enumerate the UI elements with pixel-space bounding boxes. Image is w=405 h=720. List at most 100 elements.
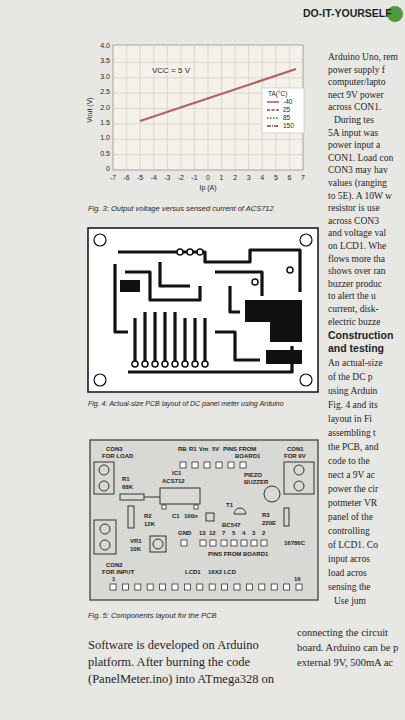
- component-label: PIEZO: [244, 472, 262, 479]
- lcd-pad: [284, 584, 290, 590]
- component-label: 13: [199, 530, 206, 537]
- component-label: LCD1: [185, 569, 201, 576]
- body-text: CON3 may hav: [328, 165, 388, 176]
- component-label: 16786C: [284, 540, 305, 547]
- components-layout: [90, 440, 318, 600]
- chart: [113, 45, 304, 170]
- axis-label: 85: [283, 114, 290, 121]
- body-text: and voltage val: [328, 228, 386, 239]
- body-text: CON1. Load con: [328, 153, 393, 164]
- axis-label: 6: [287, 174, 291, 182]
- body-text: load acros: [328, 568, 367, 579]
- axis-label: 3.0: [100, 73, 110, 81]
- lcd-pad: [160, 584, 166, 590]
- component-label: BOARD1: [235, 453, 260, 460]
- lcd-pad: [147, 584, 153, 590]
- body-text: code to the: [328, 456, 370, 467]
- component-label: RB: [178, 446, 187, 453]
- body-text: across CON3: [328, 216, 379, 227]
- axis-label: -7: [110, 174, 116, 182]
- axis-label: 4: [260, 174, 264, 182]
- component-label: R1: [122, 476, 130, 483]
- axis-label: 3: [247, 174, 251, 182]
- body-text: external 9V, 500mA ac: [297, 657, 393, 669]
- lcd-pad: [271, 584, 277, 590]
- component-label: FOR INPUT: [102, 569, 134, 576]
- body-text: connecting the circuit: [297, 627, 388, 639]
- body-text: Arduino Uno, rem: [328, 52, 398, 63]
- body-text: panel of the: [328, 512, 373, 523]
- axis-label: -5: [137, 174, 143, 182]
- component-label: R2: [144, 513, 152, 520]
- axis-label: 4.0: [100, 42, 110, 50]
- component-label: CON2: [106, 562, 123, 569]
- axis-label: 7: [301, 174, 305, 182]
- body-text: assembling t: [328, 428, 376, 439]
- axis-label: -4: [151, 174, 157, 182]
- axis-label: 1.0: [100, 134, 110, 142]
- axis-label: Ip (A): [199, 184, 216, 192]
- component-label: 2: [262, 530, 265, 537]
- component-label: R1: [189, 446, 197, 453]
- body-text: resistor is use: [328, 203, 380, 214]
- body-text: of LCD1. Co: [328, 540, 378, 551]
- component-label: ACS712: [162, 478, 185, 485]
- component-label: Vm: [199, 446, 208, 453]
- body-text: Fig. 4 and its: [328, 400, 378, 411]
- axis-label: 2: [233, 174, 237, 182]
- component-label: 10K: [130, 546, 141, 553]
- lcd-pad: [234, 584, 240, 590]
- component-label: 7: [222, 530, 225, 537]
- axis-label: 5: [274, 174, 278, 182]
- component-label: R3: [262, 512, 270, 519]
- body-text: platform. After burning the code: [88, 655, 250, 669]
- pcb-layout: [88, 228, 318, 392]
- component-label: 3: [252, 530, 255, 537]
- component-label: BC547: [222, 522, 241, 529]
- body-text: on LCD1. Whe: [328, 241, 386, 252]
- axis-label: 1: [220, 174, 224, 182]
- header-title: DO-IT-YOURSELF: [303, 7, 392, 19]
- figure-caption: Fig. 4: Actual-size PCB layout of DC pan…: [88, 400, 284, 408]
- component-label: 12K: [144, 521, 155, 528]
- body-text: computer/lapto: [328, 77, 386, 88]
- lcd-pad: [197, 584, 203, 590]
- axis-label: 150: [283, 122, 294, 129]
- component-label: FOR 9V: [284, 453, 306, 460]
- body-text: Software is developed on Arduino: [88, 638, 259, 652]
- axis-label: VCC = 5 V: [150, 66, 192, 75]
- axis-label: -1: [191, 174, 197, 182]
- body-text: values (ranging: [328, 178, 387, 189]
- body-text: power the cir: [328, 484, 378, 495]
- component-label: T1: [226, 502, 233, 509]
- component-label: IC1: [172, 470, 181, 477]
- body-text: potmeter VR: [328, 498, 377, 509]
- body-text: electric buzze: [328, 317, 380, 328]
- lcd-pad: [259, 584, 265, 590]
- body-text: the PCB, and: [328, 442, 378, 453]
- body-text: board. Arduino can be p: [297, 642, 398, 654]
- axis-label: 0.5: [100, 150, 110, 158]
- lcd-pad: [222, 584, 228, 590]
- body-text: layout in Fi: [328, 414, 372, 425]
- component-label: 5: [232, 530, 235, 537]
- axis-label: -3: [164, 174, 170, 182]
- component-label: CON3: [106, 446, 123, 453]
- body-text: An actual-size: [328, 358, 383, 369]
- component-label: 1: [112, 576, 115, 583]
- component-label: PINS FROM BOARD1: [208, 551, 268, 558]
- body-text: Use jum: [334, 596, 366, 607]
- component-label: BUZZER: [244, 479, 268, 486]
- body-text: across CON1.: [328, 102, 381, 113]
- component-label: 100n: [184, 513, 198, 520]
- lcd-pad: [209, 584, 215, 590]
- body-text: shows over ran: [328, 266, 386, 277]
- body-text: to 5E). A 10W w: [328, 191, 392, 202]
- section-heading: Construction: [328, 329, 393, 341]
- body-text: to alert the u: [328, 291, 376, 302]
- body-text: controlling: [328, 526, 370, 537]
- lcd-pad: [122, 584, 128, 590]
- axis-label: TA(°C): [268, 90, 287, 97]
- axis-label: Vout (V): [86, 97, 94, 122]
- body-text: using Arduin: [328, 386, 377, 397]
